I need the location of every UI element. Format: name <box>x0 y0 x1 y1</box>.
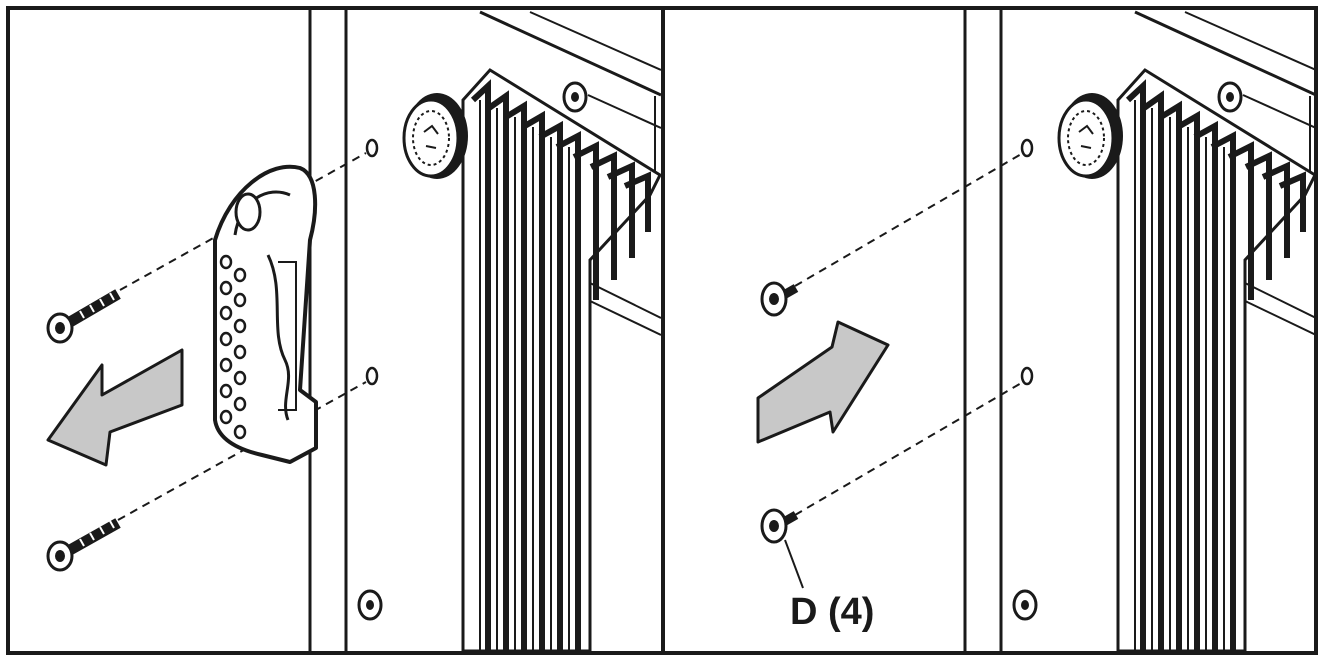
arrow-left-icon <box>46 348 184 467</box>
left-panel <box>46 10 661 651</box>
socket-screw-top <box>46 289 121 344</box>
right-panel: D (4) <box>756 10 1316 651</box>
alignment-lines-right <box>794 152 1024 516</box>
flat-screw-bottom <box>760 508 799 544</box>
callout-leader <box>784 539 804 589</box>
socket-screw-bottom <box>46 518 121 572</box>
callout-label-d: D (4) <box>790 591 874 633</box>
handle <box>213 164 318 464</box>
arrow-right-icon <box>756 320 890 444</box>
flat-screw-top <box>760 281 799 317</box>
handle-grip-dots <box>219 254 247 440</box>
